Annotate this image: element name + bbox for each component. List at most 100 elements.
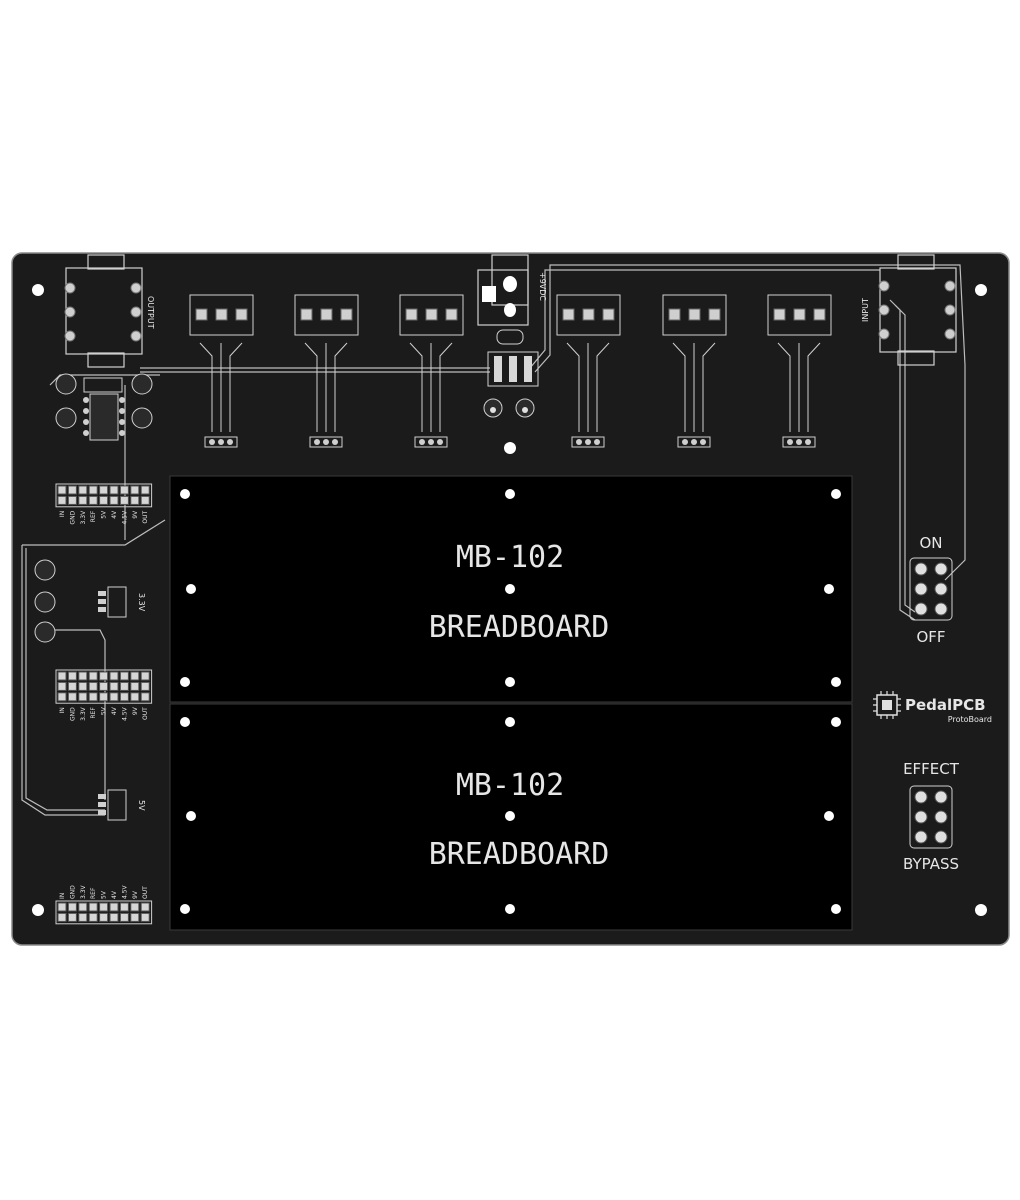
header-pin-label: REF	[90, 707, 97, 719]
header-pin	[57, 681, 67, 691]
potentiometers	[189, 294, 832, 448]
header-pin	[99, 912, 109, 922]
header-pin	[119, 495, 129, 505]
header-pin	[109, 912, 119, 922]
header-pin	[130, 671, 140, 681]
header-pin-label: 3.3V	[80, 884, 87, 899]
header-pin-label: 3.3V	[80, 706, 87, 721]
pot-6	[767, 294, 832, 448]
header-pin-label: OUT	[142, 886, 149, 899]
header-pin-label: 3.3V	[80, 510, 87, 525]
mounting-holes	[32, 284, 987, 916]
breadboard-1-name: BREADBOARD	[429, 610, 610, 645]
header-pin	[130, 692, 140, 702]
header-pin-label: REF	[90, 887, 97, 899]
header-pin	[57, 671, 67, 681]
header-pin	[88, 692, 98, 702]
brand-product: ProtoBoard	[948, 715, 992, 724]
power-filter-components	[483, 329, 539, 418]
header-pin	[140, 495, 150, 505]
pot-1	[189, 294, 254, 448]
header-pin-label: 9V	[132, 510, 139, 519]
header-pin-label: IN	[59, 707, 66, 713]
dc-power-jack: +9VDC	[477, 254, 547, 326]
header-pin-label: 4.5V	[121, 884, 128, 899]
header-pin	[130, 902, 140, 912]
header-pin-label: OUT	[142, 510, 149, 523]
header-pin	[109, 681, 119, 691]
effect-bypass-switch[interactable]: EFFECT BYPASS	[903, 760, 960, 873]
header-pin	[109, 495, 119, 505]
regulator-3v3-label: 3.3V	[137, 593, 146, 612]
header-pin	[140, 671, 150, 681]
header-pin	[78, 902, 88, 912]
header-pin	[78, 671, 88, 681]
header-pin	[119, 912, 129, 922]
regulator-caps	[34, 559, 56, 643]
header-pin	[57, 485, 67, 495]
switch-off-label: OFF	[916, 628, 945, 646]
header-pin	[99, 671, 109, 681]
header-pin	[140, 902, 150, 912]
output-label: OUTPUT	[146, 296, 155, 329]
header-pin	[119, 902, 129, 912]
power-label: +9VDC	[538, 272, 547, 301]
header-pin-label: IN	[59, 511, 66, 517]
header-pin	[99, 681, 109, 691]
header-pin	[119, 671, 129, 681]
breadboard-1: MB-102 BREADBOARD	[169, 475, 853, 703]
header-pin-label: 5V	[101, 706, 108, 715]
breadboard-2-model: MB-102	[456, 768, 564, 803]
breadboard-2-name: BREADBOARD	[429, 837, 610, 872]
header-pin	[67, 902, 77, 912]
opamp-section	[55, 373, 153, 441]
switch-bypass-label: BYPASS	[903, 855, 959, 873]
header-pin-label: 5V	[101, 510, 108, 519]
header-pin-label: 9V	[132, 890, 139, 899]
header-pin	[130, 485, 140, 495]
pot-2	[294, 294, 359, 448]
header-pin	[78, 681, 88, 691]
header-pin	[119, 681, 129, 691]
header-pin-label: 4V	[111, 890, 118, 899]
header-pin	[67, 912, 77, 922]
header-pin	[57, 912, 67, 922]
header-pin	[57, 495, 67, 505]
regulator-3v3: 3.3V	[98, 586, 146, 618]
header-pin	[130, 912, 140, 922]
header-pin	[109, 671, 119, 681]
header-pin-label: 4V	[111, 706, 118, 715]
breadboard-1-model: MB-102	[456, 540, 564, 575]
pot-5	[662, 294, 727, 448]
header-pin	[78, 495, 88, 505]
pot-4	[556, 294, 621, 448]
header-pin	[78, 692, 88, 702]
header-pin-label: GND	[69, 707, 76, 721]
header-pin	[109, 692, 119, 702]
header-pin	[57, 692, 67, 702]
breadboard-2: MB-102 BREADBOARD	[169, 703, 853, 931]
header-pin	[99, 902, 109, 912]
header-pin	[130, 681, 140, 691]
input-label: INPUT	[861, 298, 870, 322]
switch-effect-label: EFFECT	[903, 760, 960, 778]
header-pin	[99, 495, 109, 505]
header-pin	[88, 485, 98, 495]
header-pin	[57, 902, 67, 912]
header-pin-label: 5V	[101, 890, 108, 899]
header-pin	[88, 681, 98, 691]
input-jack: INPUT	[861, 254, 957, 366]
header-pin-label: OUT	[142, 707, 149, 720]
header-pin	[88, 671, 98, 681]
header-pin	[130, 495, 140, 505]
header-pin	[109, 902, 119, 912]
header-pin-label: 4.5V	[121, 706, 128, 721]
on-off-switch[interactable]: ON OFF	[909, 534, 953, 646]
header-pin	[78, 912, 88, 922]
header-pin	[67, 495, 77, 505]
header-pin	[119, 485, 129, 495]
header-pin	[109, 485, 119, 495]
header-pin-label: GND	[69, 510, 76, 524]
